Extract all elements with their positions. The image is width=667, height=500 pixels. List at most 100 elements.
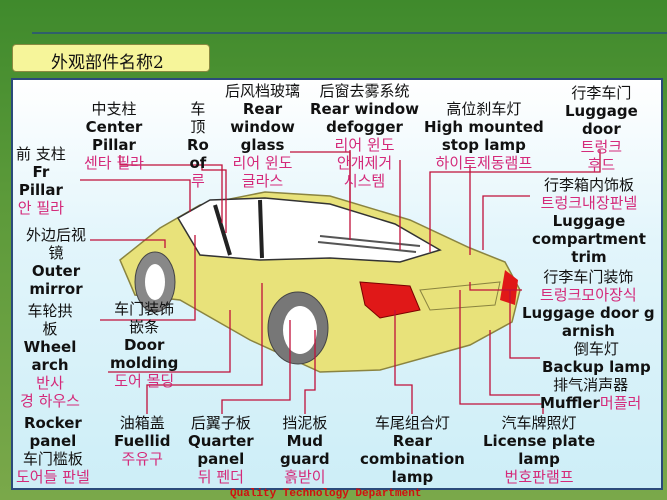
label-en: Rocker [23,414,82,432]
label-zh: 排气消声 [553,376,614,394]
label-en: mirror [29,280,83,298]
label-en: Rear window [310,100,420,118]
label-zh: 车 [190,100,206,118]
label-front-pillar: 前 支柱 Fr Pillar 안 필라 [16,145,66,217]
label-en: trim [571,248,607,266]
label-en: Wheel [23,338,77,356]
label-en: glass [240,136,285,154]
label-en: Door [123,336,165,354]
label-en: Center [85,118,143,136]
label-ko: 트렁크내장판넬 [540,194,638,212]
label-ko: 번호판램프 [504,468,574,486]
label-luggage-door-garnish: 行李车门装饰 트렁크모아장식 Luggage door g arnish [522,268,655,340]
header-rule [32,32,667,34]
label-en: of [189,154,207,172]
label-en: defogger [326,118,403,136]
label-ko: 리어 윈도 [232,154,293,172]
leader-lines [80,150,601,414]
label-en: lamp [609,358,651,376]
label-rear-window-defogger: 后窗去雾系统 Rear window defogger 리어 윈도 안개제거 시… [310,82,419,190]
label-zh: 车尾组合灯 [374,414,450,432]
label-ko: 플러 [613,394,642,412]
label-luggage-door: 行李车门 Luggage door 트렁크 후드 [565,84,638,174]
label-ko: 반사 [36,374,64,392]
label-en: stop lamp [441,136,526,154]
label-ko: 주유구 [121,450,163,468]
label-en: Rear [392,432,433,450]
label-zh: 行李车门 [571,84,632,102]
label-zh: 后风档玻璃 [225,82,301,100]
label-en: Quarter [188,432,254,450]
label-en: Pillar [92,136,136,154]
label-en: arnish [561,322,615,340]
label-backup-lamp: 倒车灯 Backup lamp [542,340,651,376]
label-ko: 시스템 [343,172,386,190]
label-en: Luggage [565,102,638,120]
label-ko: 머 [599,394,614,412]
footer-department: Quality Technology Department [230,488,422,500]
label-ko: 뒤 펜더 [197,468,244,486]
label-zh: 高位刹车灯 [446,100,522,118]
label-ko: 리어 윈도 [334,136,395,154]
label-ko: 경 하우스 [20,392,80,410]
label-zh: 车门槛板 [22,450,83,468]
label-en: High mounted [424,118,544,136]
label-zh: 中支柱 [91,100,137,118]
label-ko: 루 [191,172,205,190]
label-en: Mud [286,432,324,450]
label-ko: 센타 필라 [84,154,144,172]
label-outer-mirror: 外边后视 镜 Outer mirror [26,226,86,298]
slide-title-box: 外观部件名称2 [12,44,210,73]
label-ko: 하이트제동램프 [435,154,533,172]
label-ko: 안개제거 [336,154,393,172]
label-en: compartment [532,230,646,248]
label-ko: 후드 [587,156,616,174]
label-zh: 倒车灯 [573,340,619,358]
label-rear-combination-lamp: 车尾组合灯 Rear combination lamp [360,414,465,486]
label-en: Outer [31,262,81,280]
label-en: Pillar [18,181,63,199]
label-en: lamp [518,450,560,468]
label-zh: 板 [42,320,58,338]
label-luggage-compartment-trim: 行李箱内饰板 트렁크내장판넬 Luggage compartment trim [532,176,646,266]
label-en: window [230,118,295,136]
label-zh: 油箱盖 [119,414,165,432]
label-muffler: 排气消声器 Muffler머플러 [540,376,641,412]
label-zh: 器 [613,376,629,394]
label-en: Fuellid [114,432,171,450]
label-wheel-arch: 车轮拱 板 Wheel arch 반사 경 하우스 [20,302,80,410]
label-rocker-panel: Rocker panel 车门槛板 도어들 판넬 [16,414,90,486]
label-en: License plate [483,432,596,450]
label-en: Rear [242,100,283,118]
label-quarter-panel: 后翼子板 Quarter panel 뒤 펜더 [188,414,254,486]
label-ko: 글라스 [241,172,284,190]
label-zh: 后窗去雾系统 [319,82,410,100]
label-en: panel [197,450,245,468]
label-en: molding [110,354,179,372]
label-zh: 行李车门装饰 [543,268,634,286]
label-zh: 嵌条 [129,318,160,336]
label-en: Ro [187,136,209,154]
label-ko: 안 필라 [17,199,64,217]
label-en: lamp [391,468,434,486]
label-en: door [582,120,621,138]
label-license-plate-lamp: 汽车牌照灯 License plate lamp 번호판램프 [483,414,595,486]
label-roof: 车 顶 Ro of 루 [187,100,209,190]
label-en: Backup [542,358,604,376]
label-center-pillar: 中支柱 Center Pillar 센타 필라 [84,100,144,172]
label-zh: 顶 [190,118,206,136]
label-en: guard [280,450,330,468]
label-mud-guard: 挡泥板 Mud guard 흙받이 [280,414,330,486]
label-en: combination [360,450,465,468]
label-en: arch [31,356,69,374]
label-zh: 车门装饰 [114,300,175,318]
label-zh: 外边后视 [26,226,87,244]
label-rear-window-glass: 后风档玻璃 Rear window glass 리어 윈도 글라스 [225,82,300,190]
label-en: Fr [32,163,50,181]
label-fuel-lid: 油箱盖 Fuellid 주유구 [114,414,171,468]
label-ko: 트렁크모아장식 [540,286,637,304]
label-zh: 后翼子板 [190,414,251,432]
label-en: Luggage door g [522,304,655,322]
label-door-molding: 车门装饰 嵌条 Door molding 도어 몰딩 [110,300,178,390]
